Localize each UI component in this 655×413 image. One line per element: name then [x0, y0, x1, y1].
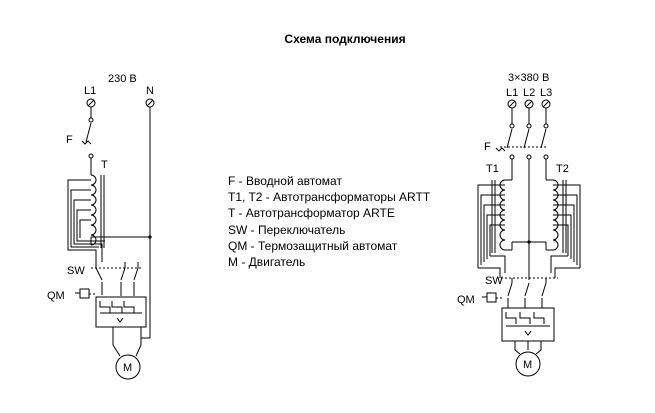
- terminal-l3-label-right: L3: [540, 87, 552, 99]
- legend-item-sw: SW - Переключатель: [228, 222, 346, 237]
- terminal-l1: [86, 98, 96, 108]
- label-t1: T1: [486, 163, 499, 175]
- autotransformer-t2: [546, 179, 581, 268]
- switch-sw-right: [497, 273, 558, 308]
- voltage-label-380: 3×380 В: [508, 72, 549, 84]
- label-f-left: F: [66, 134, 73, 146]
- switch-sw-left: [91, 262, 142, 296]
- thermal-breaker-qm-right: [482, 292, 555, 342]
- motor-m-right: M: [514, 349, 542, 377]
- breaker-f: [81, 122, 94, 159]
- terminal-l2-label-right: L2: [523, 87, 535, 99]
- label-t-left: T: [101, 159, 108, 171]
- terminal-n-label: N: [146, 85, 154, 97]
- autotransformer-t1: [477, 179, 513, 268]
- legend-item-t: T - Автотрансформатор ARTE: [228, 206, 395, 221]
- label-m-left: M: [123, 362, 132, 374]
- legend-item-m: M - Двигатель: [228, 255, 306, 270]
- three-phase-schematic: 3×380 В L1 L2 L3 F: [457, 72, 581, 377]
- legend-item-t1-t2: T1, T2 - Автотрансформаторы ARTT: [228, 190, 431, 205]
- terminal-l3-right: [541, 99, 551, 109]
- label-f-right: F: [484, 141, 491, 153]
- legend-item-f: F - Вводной автомат: [228, 174, 342, 188]
- autotransformer-t: [67, 174, 150, 262]
- label-m-right: M: [523, 359, 532, 371]
- breaker-f-right: [495, 128, 549, 160]
- terminal-l2-right: [524, 99, 534, 109]
- voltage-label-230: 230 В: [108, 73, 137, 85]
- label-t2: T2: [556, 163, 569, 175]
- label-sw-right: SW: [485, 275, 503, 287]
- legend: F - Вводной автомат T1, T2 - Автотрансфо…: [228, 173, 430, 270]
- label-sw-left: SW: [67, 265, 85, 277]
- diagram-title: Схема подключения: [284, 32, 406, 46]
- thermal-breaker-qm-left: [75, 288, 147, 328]
- terminal-l1-label-right: L1: [506, 87, 518, 99]
- terminal-l1-label: L1: [84, 85, 96, 97]
- terminal-n: [145, 98, 155, 108]
- single-phase-schematic: 230 В L1 N F: [47, 73, 155, 380]
- label-qm-right: QM: [457, 294, 475, 306]
- label-qm-left: QM: [47, 290, 65, 302]
- motor-m-left: M: [112, 344, 142, 380]
- legend-item-qm: QM - Термозащитный автомат: [228, 238, 398, 253]
- terminal-l1-right: [507, 99, 517, 109]
